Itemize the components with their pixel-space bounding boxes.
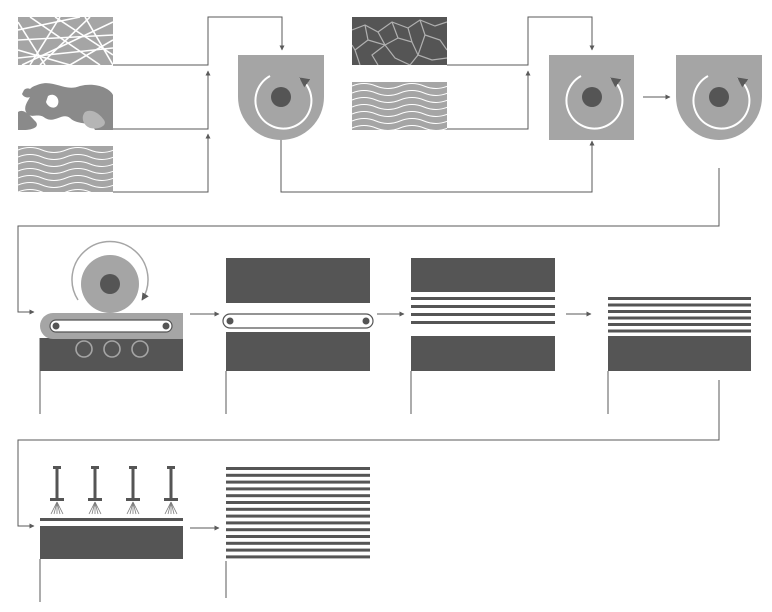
sheet-layer — [226, 528, 370, 532]
sheet-layer — [226, 555, 370, 559]
mixer-drum-2 — [549, 55, 634, 140]
spray-nozzle-icon — [126, 466, 140, 515]
layered-press-stage — [410, 258, 555, 414]
spray-finishing-stage — [39, 466, 183, 602]
sheet-layer — [411, 297, 555, 300]
sheet-layer — [226, 467, 370, 470]
sheet-layer — [226, 507, 370, 511]
sheet-layer — [608, 329, 751, 333]
source-connectors-2 — [447, 16, 595, 130]
sheet-layer — [608, 297, 751, 300]
wavy-fibers-swatch-2 — [352, 82, 447, 130]
sheet-layer — [226, 473, 370, 477]
sheet-layer — [226, 480, 370, 484]
cracked-swatch — [352, 17, 447, 65]
roller-conveyor-stage — [39, 240, 183, 414]
loop-connector — [280, 140, 595, 193]
sheet-layer — [608, 316, 751, 320]
sheet-layer — [226, 521, 370, 525]
sheet-layer — [226, 548, 370, 552]
spray-nozzle-icon — [164, 466, 178, 515]
sheet-layer — [608, 323, 751, 326]
spray-nozzle-icon — [88, 466, 102, 515]
row1-to-row2-connector — [17, 168, 720, 315]
mixer-drum-1 — [238, 55, 324, 140]
final-layered-stack — [225, 467, 370, 598]
sheet-layer — [226, 514, 370, 518]
sheet-layer — [226, 487, 370, 491]
sheet-layer — [411, 321, 555, 324]
sheet-layer — [226, 494, 370, 498]
sheet-layer — [608, 310, 751, 313]
sheet-layer — [226, 535, 370, 538]
sheet-layer — [411, 305, 555, 308]
sheet-layer — [608, 303, 751, 307]
sheet-layer — [411, 313, 555, 316]
press-stage — [222, 258, 374, 414]
source-connectors-1 — [113, 16, 285, 193]
pulp-scraps-swatch — [18, 82, 113, 130]
sheet-layer — [226, 541, 370, 545]
row2-to-row3-connector — [17, 380, 720, 529]
raw-fibers-swatch — [18, 17, 113, 65]
wavy-fibers-swatch — [18, 146, 113, 192]
spray-nozzle-icon — [50, 466, 64, 515]
sheet-layer — [226, 501, 370, 504]
mixer-drum-3 — [676, 55, 762, 140]
layered-sheet-stage — [607, 297, 751, 414]
